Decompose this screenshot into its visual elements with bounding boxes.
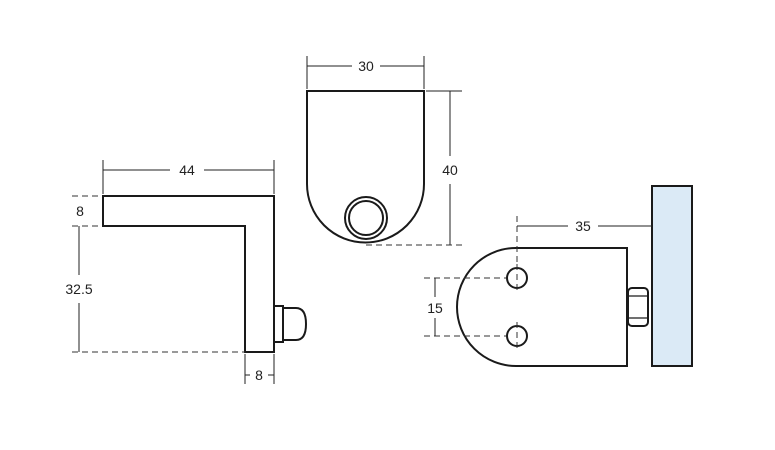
dim-plan-hole-spacing: 15 [427,300,443,316]
dim-side-thickness: 8 [76,203,84,219]
clamp-body-outline [456,247,628,367]
side-view: 44 8 32.5 8 [65,160,308,384]
front-view: 30 40 [306,56,462,246]
dim-front-height: 40 [442,162,458,178]
bolt-hole-inner [348,200,384,236]
clamp-knob [627,287,649,327]
plan-view: 35 15 [424,185,693,367]
dim-plan-depth: 35 [575,218,591,234]
dim-front-width: 30 [358,58,374,74]
dim-side-width: 44 [179,162,195,178]
glass-panel [651,185,693,367]
dim-side-leg: 8 [255,367,263,383]
bolt-cap [282,307,308,341]
dim-side-height: 32.5 [65,281,92,297]
bolt-head [273,305,284,343]
front-plate-outline [306,90,425,244]
l-bracket-profile [102,195,275,353]
bolt-hole-outer [344,196,388,240]
